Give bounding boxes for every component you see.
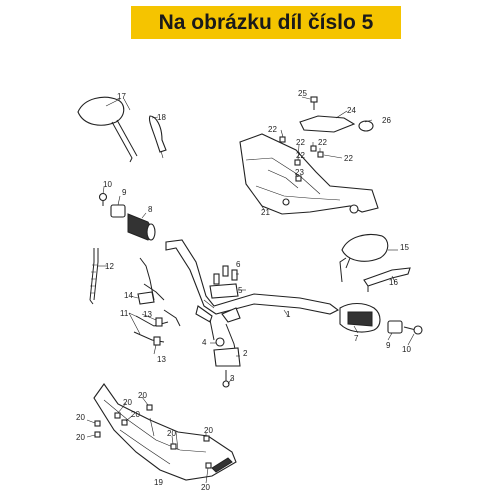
callout-20-a: 20: [138, 391, 147, 400]
headlight-cowl-bracket: [239, 96, 379, 215]
callout-20-h: 20: [201, 483, 210, 492]
callout-22-c: 22: [296, 151, 305, 160]
callout-20-d: 20: [76, 413, 85, 422]
callout-20-g: 20: [204, 426, 213, 435]
lower-cover: [93, 383, 237, 481]
callout-26: 26: [382, 116, 391, 125]
left-mirror: [77, 96, 167, 163]
callout-20-e: 20: [76, 433, 85, 442]
right-grip-assembly: [339, 302, 423, 335]
callout-1: 1: [286, 310, 291, 319]
right-mirror: [339, 233, 411, 292]
callout-2: 2: [243, 349, 248, 358]
callout-6: 6: [236, 260, 241, 269]
callout-13-a: 13: [143, 310, 152, 319]
callout-19: 19: [154, 478, 163, 487]
title-banner: Na obrázku díl číslo 5: [131, 6, 401, 39]
callout-14: 14: [124, 291, 133, 300]
callout-22-a: 22: [268, 125, 277, 134]
handlebar: [165, 239, 340, 355]
callout-20-b: 20: [123, 398, 132, 407]
left-grip-assembly: [98, 192, 156, 241]
callout-20-f: 20: [167, 429, 176, 438]
callout-10-b: 10: [402, 345, 411, 354]
callout-13-b: 13: [157, 355, 166, 364]
callout-20-c: 20: [131, 410, 140, 419]
left-switch-and-cables: [89, 248, 181, 346]
page-title: Na obrázku díl číslo 5: [158, 10, 374, 34]
callout-22-e: 22: [344, 154, 353, 163]
callout-25: 25: [298, 89, 307, 98]
callout-8: 8: [148, 205, 153, 214]
callout-22-d: 22: [318, 138, 327, 147]
callout-23: 23: [295, 168, 304, 177]
callout-3: 3: [230, 374, 235, 383]
callout-12: 12: [105, 262, 114, 271]
callout-24: 24: [347, 106, 356, 115]
callout-labels: 17 18 25 24 26 22 22 22 22 22 23 21 10 9…: [76, 89, 411, 492]
callout-16: 16: [389, 278, 398, 287]
clamp-parts: [209, 265, 241, 388]
callout-15: 15: [400, 243, 409, 252]
callout-9-b: 9: [386, 341, 391, 350]
callout-22-b: 22: [296, 138, 305, 147]
callout-11: 11: [120, 309, 129, 318]
callout-10-a: 10: [103, 180, 112, 189]
callout-5: 5: [238, 286, 243, 295]
callout-21: 21: [261, 208, 270, 217]
callout-7: 7: [354, 334, 359, 343]
callout-18: 18: [157, 113, 166, 122]
callout-9-a: 9: [122, 188, 127, 197]
callout-17: 17: [117, 92, 126, 101]
callout-4: 4: [202, 338, 207, 347]
